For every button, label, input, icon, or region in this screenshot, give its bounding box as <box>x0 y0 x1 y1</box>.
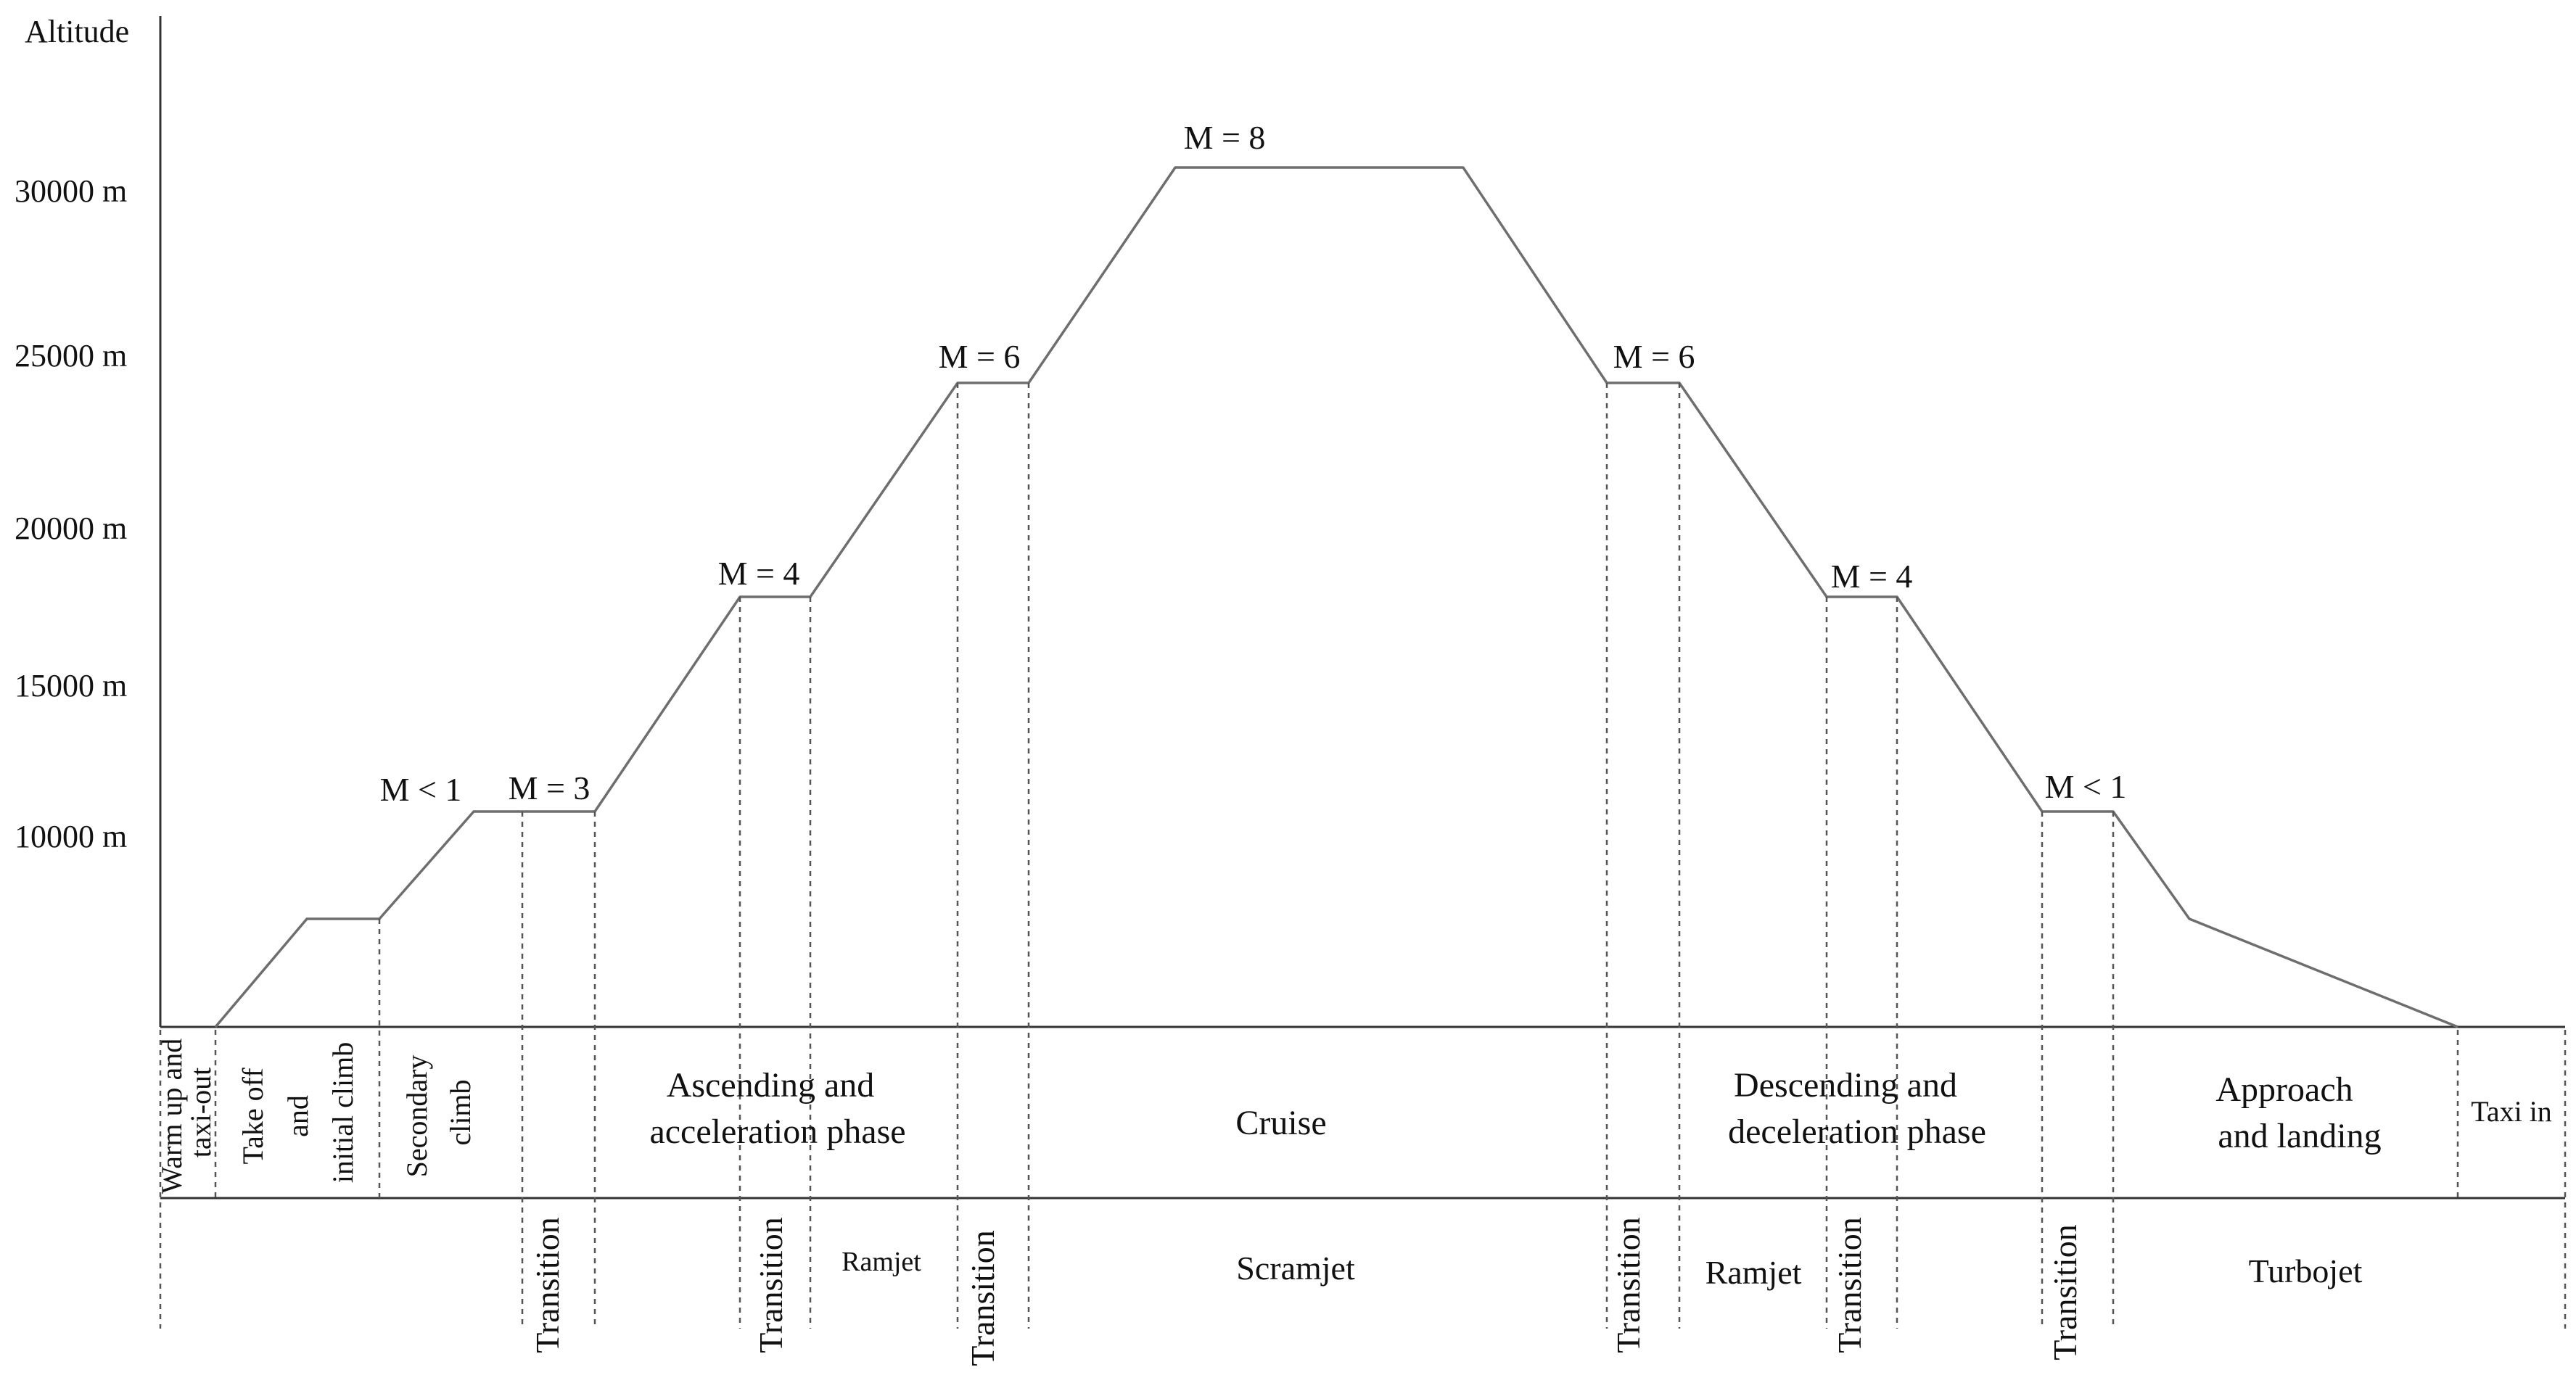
transition-label: Transition <box>1831 1217 1868 1353</box>
mach-label: M = 4 <box>718 555 800 592</box>
mach-label: M = 6 <box>1613 338 1695 375</box>
engine-row: Transition Transition Ramjet Transition … <box>529 1217 2363 1366</box>
phase-label-approach: Approach and landing <box>2215 1070 2381 1155</box>
y-axis-labels: Altitude 30000 m 25000 m 20000 m 15000 m… <box>15 14 129 854</box>
mach-label: M = 8 <box>1184 119 1266 156</box>
phase-label-taxi-in: Taxi in <box>2471 1095 2552 1128</box>
mach-label: M < 1 <box>2045 768 2127 805</box>
transition-label: Transition <box>529 1217 566 1353</box>
phase-label-warmup: Warm up and taxi-out <box>155 1031 217 1194</box>
phase-label-cruise: Cruise <box>1235 1104 1326 1142</box>
y-tick-25000: 25000 m <box>15 338 127 373</box>
y-tick-15000: 15000 m <box>15 668 127 703</box>
transition-label: Transition <box>2046 1224 2083 1360</box>
engine-label-turbojet: Turbojet <box>2249 1252 2363 1289</box>
phase-label-secondary-climb: Secondary climb <box>400 1048 477 1178</box>
phase-row: Warm up and taxi-out Take off and initia… <box>155 1031 2552 1194</box>
y-axis-title: Altitude <box>25 14 129 49</box>
phase-label-ascending: Ascending and acceleration phase <box>649 1066 905 1151</box>
mach-label: M < 1 <box>380 771 462 808</box>
phase-guide-lines <box>159 383 2567 1329</box>
engine-label-ramjet: Ramjet <box>841 1247 921 1277</box>
transition-label: Transition <box>752 1217 789 1353</box>
mach-labels: M < 1 M = 3 M = 4 M = 6 M = 8 M = 6 M = … <box>380 119 2127 808</box>
mach-label: M = 4 <box>1831 558 1913 595</box>
mach-label: M = 3 <box>509 769 590 806</box>
y-tick-20000: 20000 m <box>15 511 127 546</box>
transition-label: Transition <box>964 1230 1001 1366</box>
mach-label: M = 6 <box>939 338 1021 375</box>
y-tick-10000: 10000 m <box>15 819 127 854</box>
phase-label-takeoff: Take off and initial climb <box>236 1042 359 1183</box>
altitude-profile-line <box>214 166 2458 1028</box>
engine-label-scramjet: Scramjet <box>1236 1250 1355 1287</box>
phase-label-descending: Descending and deceleration phase <box>1728 1066 1986 1151</box>
axes <box>159 16 2565 1200</box>
transition-label: Transition <box>1610 1217 1647 1353</box>
y-tick-30000: 30000 m <box>15 173 127 209</box>
engine-label-ramjet: Ramjet <box>1705 1254 1802 1291</box>
